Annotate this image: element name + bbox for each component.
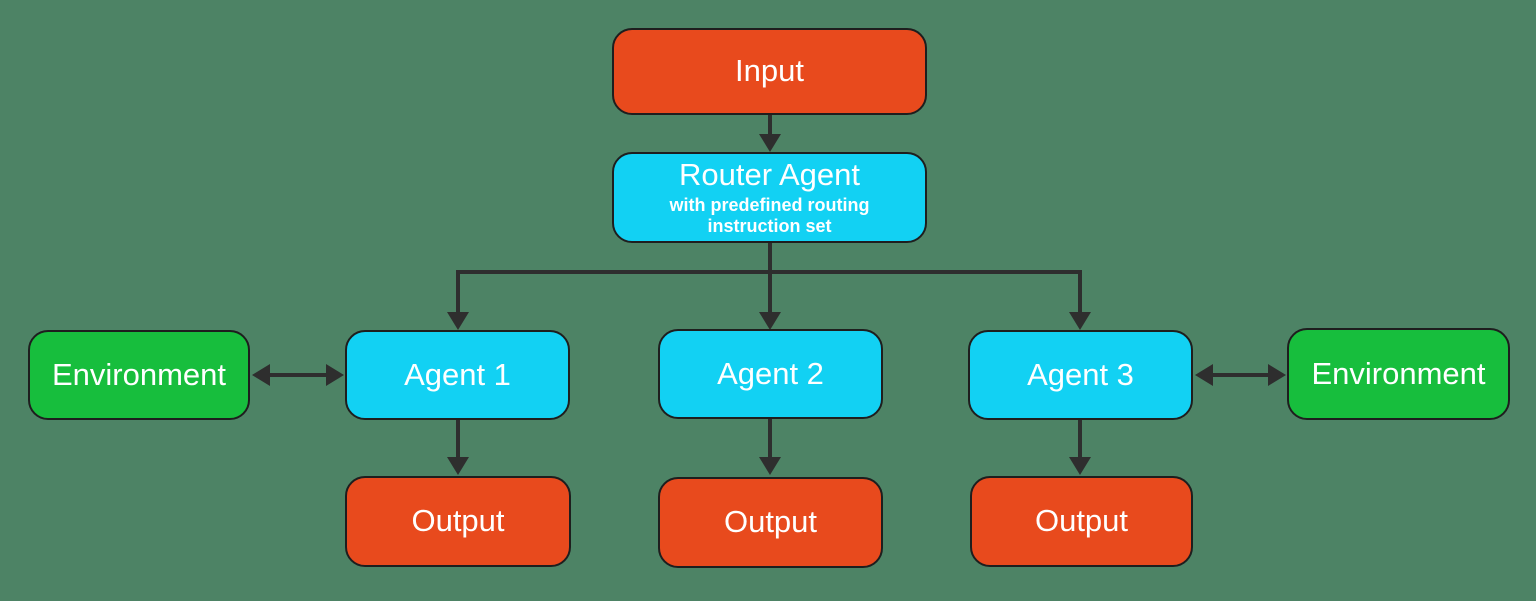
output-3-label: Output [1034, 503, 1129, 539]
arrow-router-fanout [456, 243, 1082, 314]
output-2-node: Output [658, 477, 883, 568]
input-node: Input [612, 28, 927, 115]
output-1-node: Output [345, 476, 571, 567]
arrowhead-router-to-agent-3 [1069, 312, 1091, 330]
arrowhead-agent-3-right [1195, 364, 1213, 386]
environment-right-node: Environment [1287, 328, 1510, 420]
agent-3-label: Agent 3 [1027, 356, 1134, 392]
environment-left-node: Environment [28, 330, 250, 420]
arrowhead-router-to-agent-2 [759, 312, 781, 330]
arrowhead-agent-1-to-output [447, 457, 469, 475]
agent-3-node: Agent 3 [968, 330, 1193, 420]
agent-1-label: Agent 1 [404, 356, 511, 392]
output-3-node: Output [970, 476, 1193, 567]
arrowhead-agent-1-left [326, 364, 344, 386]
output-2-label: Output [723, 504, 818, 540]
arrowhead-agent-2-to-output [759, 457, 781, 475]
agent-2-label: Agent 2 [717, 355, 824, 391]
input-label: Input [735, 53, 804, 89]
environment-left-label: Environment [51, 356, 227, 392]
environment-right-label: Environment [1311, 355, 1486, 391]
router-agent-subtitle: with predefined routing instruction set [669, 194, 870, 237]
agent-2-node: Agent 2 [658, 329, 883, 419]
agent-1-node: Agent 1 [345, 330, 570, 420]
router-agent-node: Router Agent with predefined routing ins… [612, 152, 927, 243]
output-1-label: Output [411, 503, 505, 539]
arrowhead-agent-3-to-output [1069, 457, 1091, 475]
arrowhead-env-left [252, 364, 270, 386]
arrowhead-env-right [1268, 364, 1286, 386]
router-agent-title: Router Agent [679, 156, 860, 192]
arrowhead-input-to-router [759, 134, 781, 152]
arrowhead-router-to-agent-1 [447, 312, 469, 330]
